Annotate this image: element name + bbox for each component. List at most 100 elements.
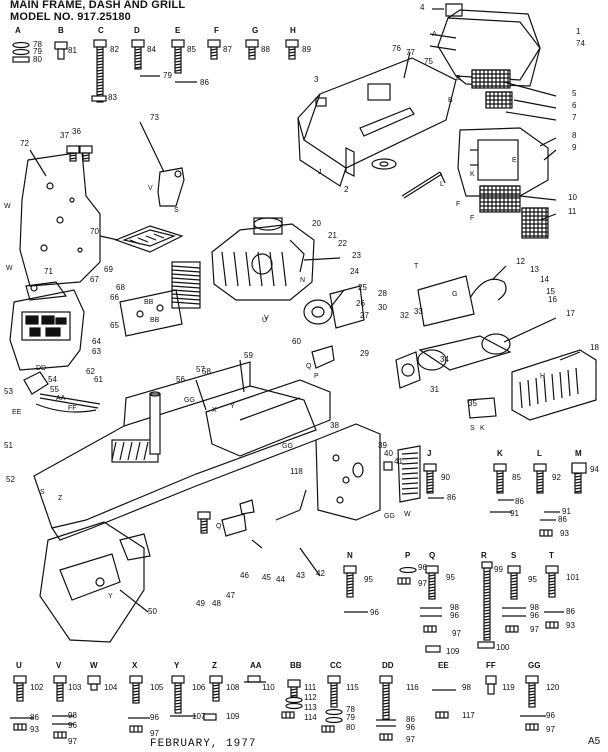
engine-block	[211, 223, 315, 301]
engine-fin	[269, 251, 275, 287]
rod-22	[439, 171, 446, 184]
hw-bb-bolt-thread	[290, 691, 298, 694]
hw-e-bolt-thread	[174, 69, 182, 72]
ref-label-j: J	[318, 169, 322, 176]
hw-dd-bolt-thread	[382, 684, 390, 687]
pan-70-slot	[137, 237, 149, 243]
grille-top	[447, 9, 541, 49]
callout-53: 53	[4, 387, 13, 396]
ref-label-k: K	[470, 171, 475, 178]
leader-line	[543, 149, 557, 161]
hw-g-bolt-thread	[248, 54, 256, 57]
hw-a-washer	[12, 41, 30, 49]
hw-x-nut	[129, 725, 143, 733]
dash-bracket-2	[345, 147, 355, 177]
hw-c-bolt-shank	[96, 46, 104, 103]
hw-c-bolt-thread	[96, 66, 104, 69]
frame-bracket-rib	[171, 265, 201, 269]
panel-hole	[56, 216, 64, 224]
callout-96: 96	[370, 608, 379, 617]
hw-d-bolt-thread	[134, 57, 142, 60]
hw-r-thread	[483, 570, 491, 573]
callout-98: 98	[68, 711, 77, 720]
callout-76: 76	[392, 44, 401, 53]
leader-line	[559, 351, 581, 361]
callout-107: 107	[192, 712, 206, 721]
hw-t-bolt-head	[545, 565, 559, 574]
hw-z-washer	[203, 713, 217, 721]
callout-35: 35	[468, 399, 477, 408]
side-panel-72	[19, 151, 101, 287]
spacer-40	[383, 461, 393, 471]
callout-17: 17	[566, 309, 575, 318]
bolt-37-thread	[69, 154, 77, 157]
hw-r-head	[481, 561, 493, 569]
callout-105: 105	[150, 683, 164, 692]
hw-c-bolt-thread	[96, 72, 104, 75]
callout-14: 14	[540, 275, 549, 284]
hw-dd-bolt-thread	[382, 705, 390, 708]
callout-78: 78	[346, 705, 355, 714]
callout-54: 54	[48, 375, 57, 384]
pan-70-inner	[121, 229, 176, 247]
hw-w-shank	[90, 683, 98, 691]
callout-86: 86	[515, 497, 524, 506]
callout-23: 23	[352, 251, 361, 260]
plate-41-rib	[401, 492, 419, 495]
hw-p-washer	[399, 566, 417, 574]
hw-k-bolt-thread	[496, 478, 504, 481]
callout-86: 86	[558, 515, 567, 524]
callout-111: 111	[304, 683, 317, 692]
hw-c-bolt-thread	[96, 51, 104, 54]
frame-bracket-rib	[171, 293, 201, 297]
box-18-fin	[543, 375, 547, 403]
hw-gg-bolt-thread	[528, 693, 536, 696]
hw-cc-bolt-thread	[330, 696, 338, 699]
pan-70-slot	[153, 233, 165, 239]
hw-x-bolt-thread	[132, 699, 140, 702]
muffler-end	[481, 333, 511, 355]
hw-n-bolt-thread	[346, 574, 354, 577]
engine-fin	[221, 251, 227, 287]
callout-110: 110	[262, 683, 275, 692]
hw-s-bolt-thread	[510, 592, 518, 595]
leader-line	[239, 359, 245, 393]
ref-letter-x: X	[132, 661, 138, 670]
frame-bracket-rib	[171, 281, 201, 285]
steering-top	[149, 391, 161, 397]
engine-carb	[289, 239, 305, 273]
hw-r-thread	[483, 630, 491, 633]
hw-cc-washer	[325, 708, 343, 716]
hw-j-bolt-thread	[426, 487, 434, 490]
ref-letter-c: C	[98, 26, 104, 35]
bolt-48-shank	[200, 518, 208, 534]
callout-71: 71	[44, 267, 53, 276]
key-switch	[30, 284, 38, 292]
heat-shield-15	[417, 275, 475, 327]
hw-u-bolt-thread	[16, 687, 24, 690]
hw-cc-bolt-thread	[330, 702, 338, 705]
callout-41: 41	[394, 457, 403, 466]
ref-letter-n: N	[347, 551, 353, 560]
hw-n-bolt-thread	[346, 583, 354, 586]
bolt-37-shank	[69, 152, 77, 162]
ref-label-z: Z	[58, 495, 63, 502]
callout-37: 37	[60, 131, 69, 140]
ref-letter-j: J	[427, 449, 431, 458]
ref-label-b: B	[456, 75, 461, 82]
pulley-25	[303, 299, 333, 325]
hw-y-bolt-thread	[174, 693, 182, 696]
callout-86: 86	[30, 713, 39, 722]
hw-gg-bolt-thread	[528, 690, 536, 693]
hw-t-bolt-thread	[548, 577, 556, 580]
hw-h-bolt-head	[285, 39, 299, 48]
callout-97: 97	[406, 735, 415, 744]
ref-label-s: S	[470, 425, 475, 432]
leader-line	[99, 235, 119, 241]
hw-ff-shank	[487, 683, 495, 695]
callout-57: 57	[196, 365, 205, 374]
engine-fin	[233, 251, 239, 287]
ref-letter-z: Z	[212, 661, 217, 670]
hw-cc-bolt-thread	[330, 690, 338, 693]
hw-c-bolt-thread	[96, 54, 104, 57]
